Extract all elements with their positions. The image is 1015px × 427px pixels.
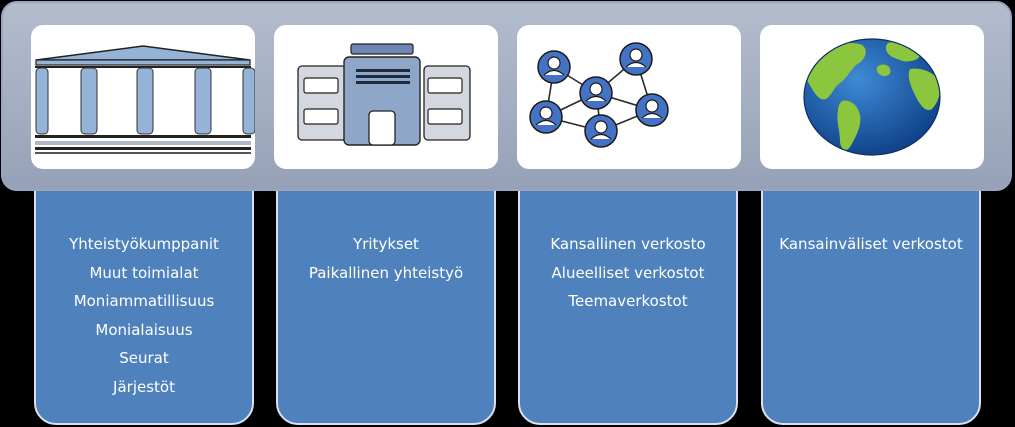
column-item: Moniammatillisuus <box>73 292 215 311</box>
temple-icon <box>35 45 255 154</box>
globe-icon <box>803 38 941 156</box>
column-partners: Yhteistyökumppanit Muut toimialat Moniam… <box>34 180 254 425</box>
column-item: Yhteistyökumppanit <box>69 235 219 253</box>
card-building <box>274 25 498 169</box>
column-item: Paikallinen yhteistyö <box>308 263 464 282</box>
column-item: Järjestöt <box>113 377 175 396</box>
column-item: Seurat <box>119 349 169 368</box>
column-item: Kansainväliset verkostot <box>779 235 963 253</box>
column-item: Alueelliset verkostot <box>551 263 705 282</box>
column-item: Muut toimialat <box>89 263 199 282</box>
column-international: Kansainväliset verkostot <box>761 180 981 425</box>
network-icon <box>529 42 669 148</box>
card-temple <box>31 25 255 169</box>
building-icon <box>297 43 471 146</box>
column-item: Kansallinen verkosto <box>550 235 706 253</box>
card-network <box>517 25 741 169</box>
card-globe <box>760 25 984 169</box>
column-companies: Yritykset Paikallinen yhteistyö <box>276 180 496 425</box>
column-item: Monialaisuus <box>95 320 193 339</box>
column-item: Yritykset <box>353 235 419 253</box>
column-networks: Kansallinen verkosto Alueelliset verkost… <box>518 180 738 425</box>
column-item: Teemaverkostot <box>568 292 688 311</box>
